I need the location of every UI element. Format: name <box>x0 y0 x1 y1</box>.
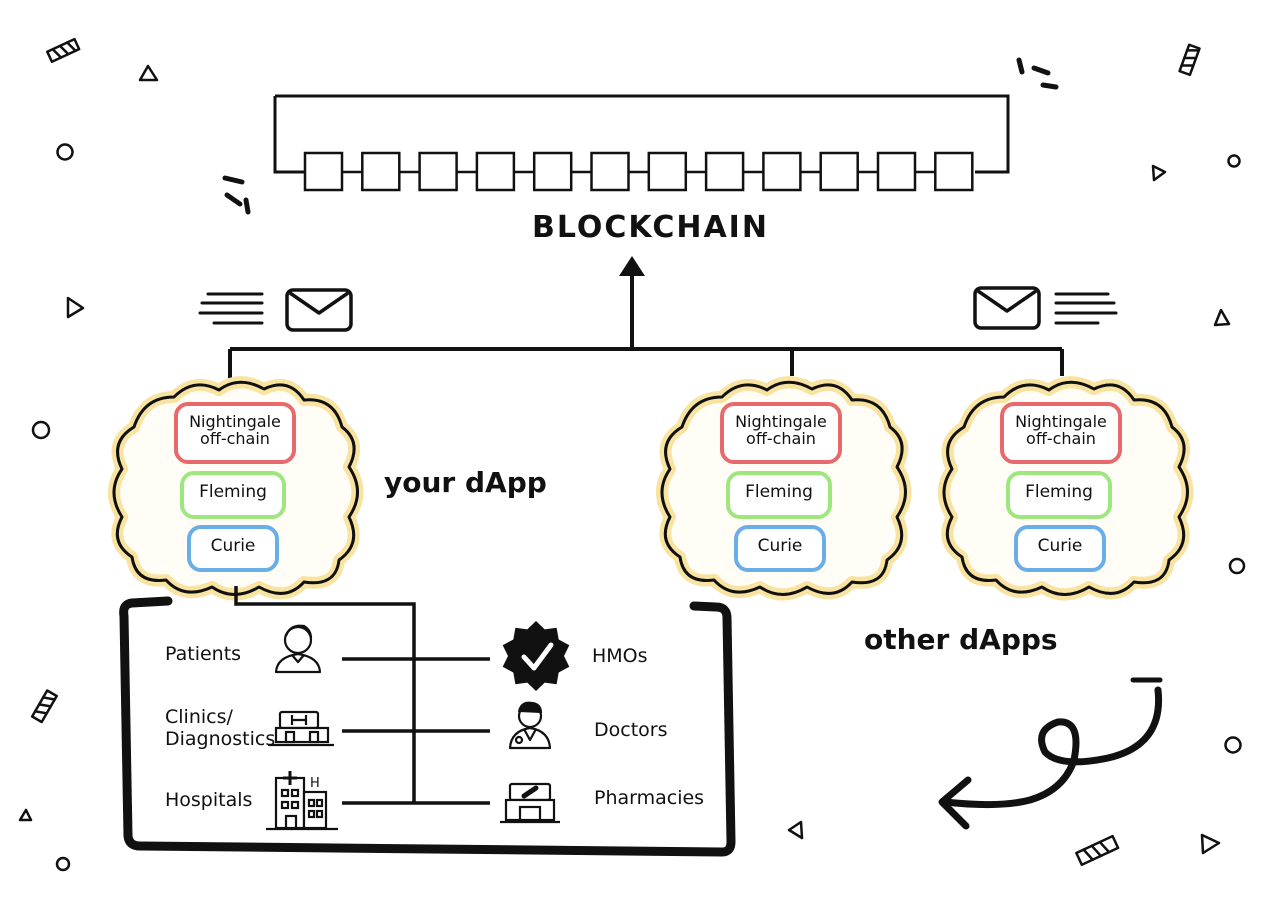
block <box>303 151 344 192</box>
doctors-label: Doctors <box>594 719 668 741</box>
envelope-icon <box>198 288 353 332</box>
up-arrow-icon <box>619 256 645 350</box>
fleming-label: Fleming <box>199 482 267 502</box>
blockchain-title: BLOCKCHAIN <box>532 210 769 245</box>
offchain-label: Nightingale off-chain <box>189 412 281 448</box>
block <box>361 151 401 192</box>
verified-badge-icon <box>502 621 570 691</box>
block <box>934 151 974 192</box>
pill-group <box>1000 402 1122 572</box>
curly-arrow-icon <box>938 677 1163 830</box>
hospital-icon: H <box>266 771 338 831</box>
patient-icon <box>274 624 322 674</box>
pharmacies-label: Pharmacies <box>594 787 705 809</box>
other-dapps-title: other dApps <box>864 623 1058 656</box>
offchain-label: Nightingale off-chain <box>735 412 827 448</box>
block-chain <box>303 151 974 192</box>
pill-group <box>720 402 842 572</box>
pill-group <box>174 402 296 572</box>
offchain-label: Nightingale off-chain <box>1015 412 1107 448</box>
hmos-label: HMOs <box>592 645 648 667</box>
curie-label: Curie <box>757 536 803 556</box>
patients-label: Patients <box>165 643 242 665</box>
svg-text:H: H <box>310 776 320 791</box>
block <box>532 151 573 192</box>
block <box>418 151 458 192</box>
block <box>590 151 630 192</box>
decorative-confetti <box>18 37 1246 872</box>
dapp-connector-lines <box>228 347 1064 378</box>
block <box>475 151 516 192</box>
pharmacy-icon <box>500 782 560 824</box>
fleming-label: Fleming <box>745 482 813 502</box>
block <box>876 151 917 192</box>
block <box>762 151 802 192</box>
participants-connector-lines <box>234 586 490 805</box>
your-dapp-title: your dApp <box>384 466 547 499</box>
clinic-icon <box>268 710 334 747</box>
block <box>647 151 688 192</box>
curie-label: Curie <box>1037 536 1083 556</box>
block <box>704 151 745 192</box>
envelope-icon <box>973 286 1118 330</box>
participants-bracket <box>119 596 736 857</box>
clinics-diagnostics-label: Clinics/ Diagnostics <box>165 706 276 750</box>
blockchain-frame <box>273 94 1010 192</box>
fleming-label: Fleming <box>1025 482 1093 502</box>
doctor-icon <box>508 701 552 750</box>
block <box>819 151 859 192</box>
hospitals-label: Hospitals <box>165 789 253 811</box>
curie-label: Curie <box>210 536 256 556</box>
